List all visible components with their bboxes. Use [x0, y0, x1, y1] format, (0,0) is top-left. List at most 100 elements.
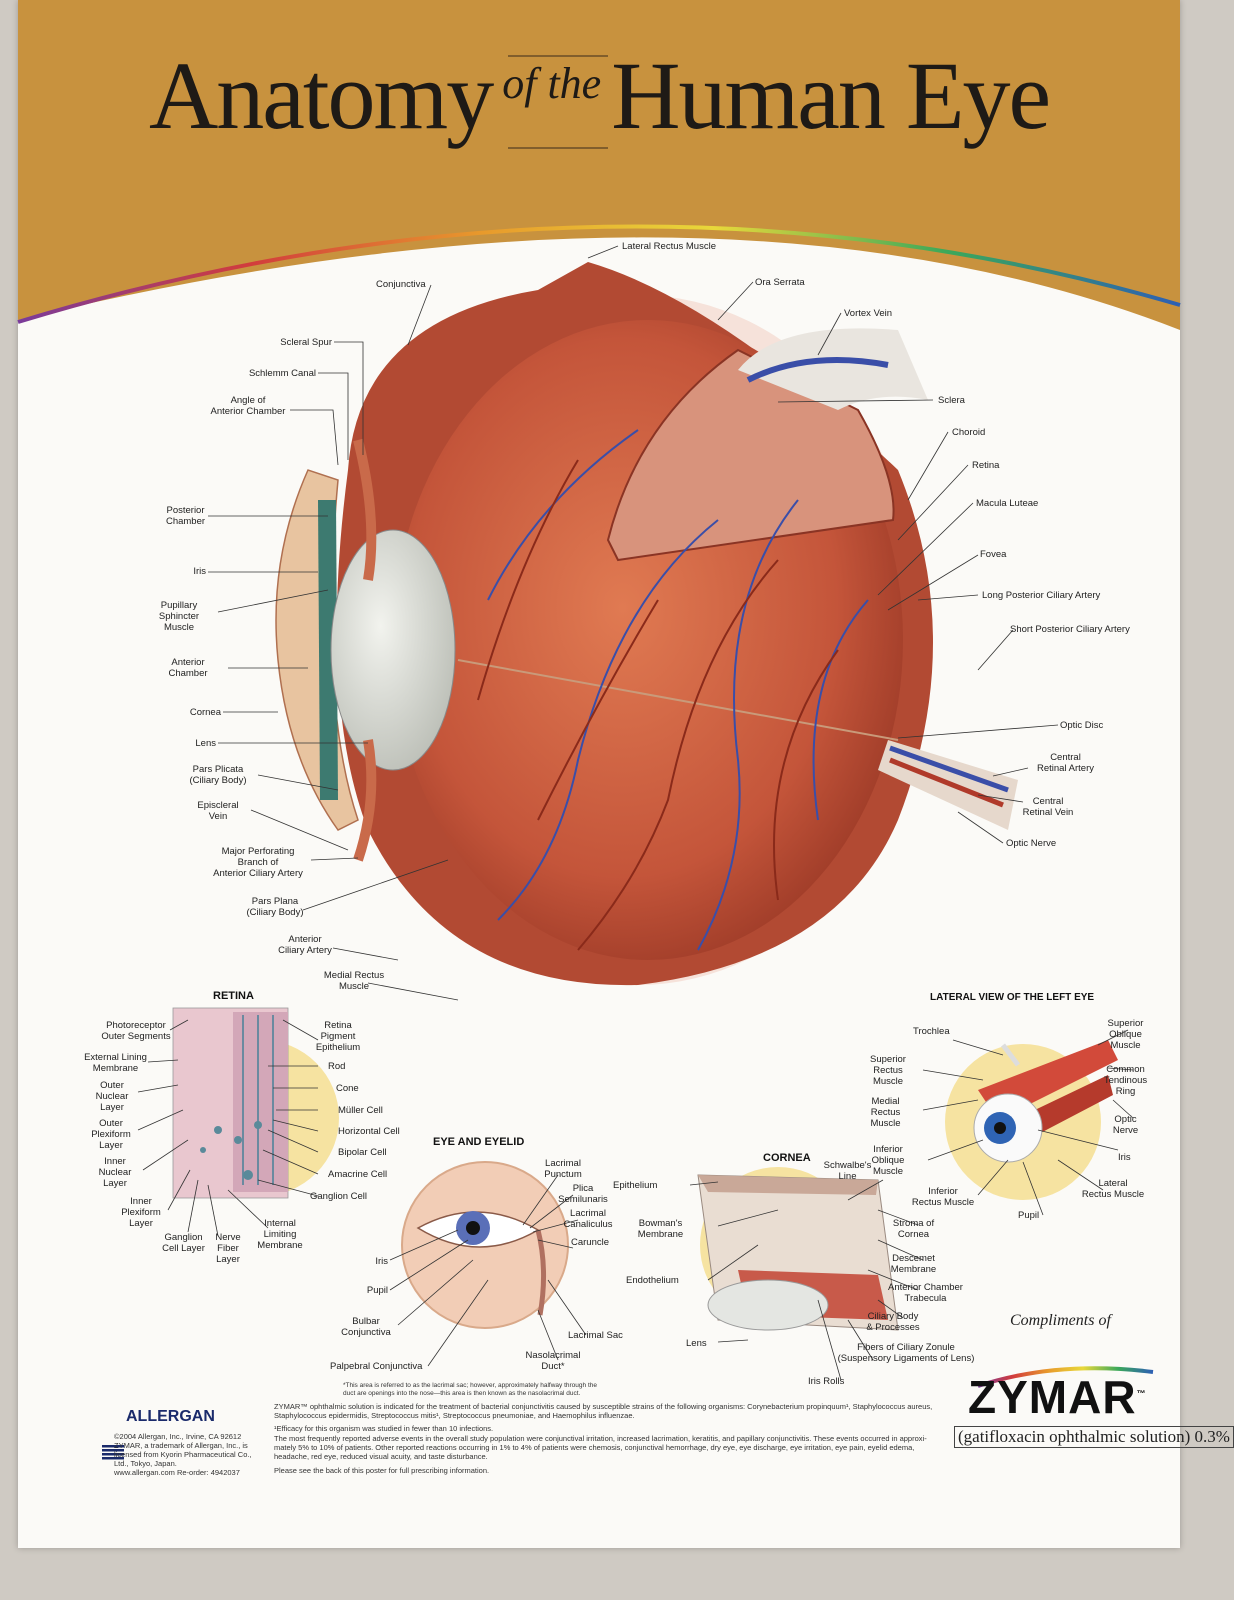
label-muller-cell: Müller Cell [338, 1105, 383, 1116]
label-rod: Rod [328, 1061, 346, 1072]
label-vortex-vein: Vortex Vein [844, 308, 893, 319]
compliments-text: Compliments of [1010, 1312, 1111, 1329]
zymar-trademark: ™ [1136, 1388, 1147, 1399]
label-optic-disc: Optic Disc [1060, 720, 1104, 731]
label-amacrine-cell: Amacrine Cell [328, 1169, 388, 1180]
label-ciliary-body: Ciliary Body & Processes [866, 1311, 920, 1333]
allergan-brand: ALLERGAN [126, 1408, 215, 1425]
label-iris-rolls: Iris Rolls [808, 1376, 845, 1387]
zymar-logo: ZYMAR™ [968, 1370, 1147, 1424]
label-lateral-iris: Iris [1118, 1152, 1131, 1163]
label-inner-nuclear: Inner Nuclear Layer [98, 1156, 132, 1189]
label-ganglion-cell: Ganglion Cell [310, 1191, 368, 1202]
label-outer-nuclear: Outer Nuclear Layer [95, 1080, 129, 1113]
label-schlemm-canal: Schlemm Canal [248, 368, 316, 379]
label-lateral-medial-rectus: Medial Rectus Muscle [870, 1096, 901, 1129]
label-retina-pigment-epithelium: Retina Pigment Epithelium [315, 1020, 361, 1053]
label-lacrimal-canaliculus: Lacrimal Canaliculus [563, 1208, 613, 1230]
label-ora-serrata: Ora Serrata [755, 277, 805, 288]
retina-panel-illustration [172, 1007, 339, 1199]
label-lens: Lens [195, 738, 216, 749]
label-cornea: Cornea [189, 707, 221, 718]
main-eye-illustration [275, 262, 1018, 986]
label-conjunctiva: Conjunctiva [376, 279, 426, 290]
cornea-panel-illustration [697, 1167, 899, 1331]
label-angle-anterior-chamber: Angle of Anterior Chamber [210, 395, 286, 417]
eyelid-panel-title: EYE AND EYELID [433, 1136, 525, 1148]
lateral-view-illustration [945, 1040, 1118, 1200]
label-lateral-optic-nerve: Optic Nerve [1112, 1114, 1139, 1136]
label-superior-oblique: Superior Oblique Muscle [1107, 1018, 1144, 1051]
label-bowman-membrane: Bowman's Membrane [637, 1218, 684, 1240]
label-caruncle: Caruncle [571, 1237, 610, 1248]
efficacy-footnote: ¹Efficacy for this organism was studied … [274, 1424, 494, 1433]
label-pars-plana: Pars Plana (Ciliary Body) [246, 896, 304, 918]
see-back-text: Please see the back of this poster for f… [274, 1466, 490, 1475]
label-inferior-rectus: Inferior Rectus Muscle [911, 1186, 975, 1208]
illustration-layer [17, 0, 1181, 1460]
label-nasolacrimal-duct: Nasolacrimal Duct* [525, 1350, 581, 1372]
label-central-retinal-vein: Central Retinal Vein [1022, 796, 1074, 818]
label-palpebral-conjunctiva: Palpebral Conjunctiva [330, 1361, 423, 1372]
label-external-lining: External Lining Membrane [84, 1052, 147, 1074]
rainbow-stripe [17, 224, 1181, 324]
label-major-perforating-branch: Major Perforating Branch of Anterior Cil… [213, 846, 303, 879]
label-anterior-ciliary-artery: Anterior Ciliary Artery [278, 934, 332, 956]
label-lateral-rectus: Lateral Rectus Muscle [622, 241, 716, 252]
label-endothelium: Endothelium [626, 1275, 679, 1286]
label-bipolar-cell: Bipolar Cell [338, 1147, 387, 1158]
label-outer-plexiform: Outer Plexiform Layer [91, 1118, 131, 1151]
title-part-of-the: of the [502, 59, 602, 108]
label-internal-limiting: Internal Limiting Membrane [257, 1218, 303, 1251]
title-part-anatomy: Anatomy [148, 42, 494, 149]
lateral-panel-title: LATERAL VIEW OF THE LEFT EYE [930, 992, 1095, 1003]
label-medial-rectus: Medial Rectus Muscle [323, 970, 385, 992]
label-optic-nerve: Optic Nerve [1006, 838, 1057, 849]
eyelid-panel-illustration [401, 1161, 569, 1329]
label-schwalbe-line: Schwalbe's Line [823, 1160, 872, 1182]
label-lacrimal-punctum: Lacrimal Punctum [544, 1158, 582, 1180]
label-trochlea: Trochlea [913, 1026, 950, 1037]
label-cone: Cone [336, 1083, 359, 1094]
label-common-tendinous-ring: Common Tendinous Ring [1103, 1064, 1148, 1097]
label-fovea: Fovea [980, 549, 1007, 560]
allergan-logo-icon [102, 1445, 124, 1460]
title-part-human-eye: Human Eye [611, 42, 1051, 149]
zymar-swoosh [977, 1366, 1154, 1388]
label-sclera: Sclera [938, 395, 965, 406]
label-epithelium: Epithelium [613, 1180, 658, 1191]
label-superior-rectus: Superior Rectus Muscle [870, 1054, 906, 1087]
label-pupillary-sphincter: Pupillary Sphincter Muscle [158, 600, 200, 633]
label-eyelid-iris: Iris [375, 1256, 388, 1267]
leader-lines [208, 245, 1059, 1001]
label-chamber-trabecula: Anterior Chamber Trabecula [888, 1282, 963, 1304]
label-photoreceptor: Photoreceptor Outer Segments [101, 1020, 171, 1042]
label-short-posterior-ciliary-artery: Short Posterior Ciliary Artery [1010, 624, 1130, 635]
label-posterior-chamber: Posterior Chamber [165, 505, 206, 527]
label-inferior-oblique: Inferior Oblique Muscle [871, 1144, 905, 1177]
label-lacrimal-sac: Lacrimal Sac [568, 1330, 623, 1341]
label-bulbar-conjunctiva: Bulbar Conjunctiva [341, 1316, 391, 1338]
retina-panel-title: RETINA [213, 990, 254, 1002]
label-inner-plexiform: Inner Plexiform Layer [121, 1196, 161, 1229]
label-ciliary-zonule: Fibers of Ciliary Zonule (Suspensory Lig… [837, 1342, 975, 1364]
header-band [18, 0, 1180, 330]
label-lateral-pupil: Pupil [1018, 1210, 1040, 1221]
label-macula-luteae: Macula Luteae [976, 498, 1039, 509]
label-horizontal-cell: Horizontal Cell [338, 1126, 400, 1137]
label-nerve-fiber-layer: Nerve Fiber Layer [215, 1232, 241, 1265]
indication-text: ZYMAR™ ophthalmic solution is indicated … [274, 1402, 933, 1420]
zymar-brand: ZYMAR [968, 1371, 1137, 1423]
label-retina: Retina [972, 460, 1000, 471]
adverse-events-text: The most frequently reported adverse eve… [274, 1434, 927, 1461]
label-cornea-lens: Lens [686, 1338, 707, 1349]
label-stroma: Stroma of Cornea [892, 1218, 935, 1240]
label-central-retinal-artery: Central Retinal Artery [1036, 752, 1095, 774]
label-anterior-chamber: Anterior Chamber [168, 657, 208, 679]
label-eyelid-pupil: Pupil [366, 1285, 388, 1296]
label-long-posterior-ciliary-artery: Long Posterior Ciliary Artery [982, 590, 1101, 601]
copyright-text: ©2004 Allergan, Inc., Irvine, CA 92612 Z… [114, 1432, 252, 1477]
label-episcleral-vein: Episcleral Vein [197, 800, 239, 822]
label-lateral-rectus-muscle: Lateral Rectus Muscle [1081, 1178, 1145, 1200]
